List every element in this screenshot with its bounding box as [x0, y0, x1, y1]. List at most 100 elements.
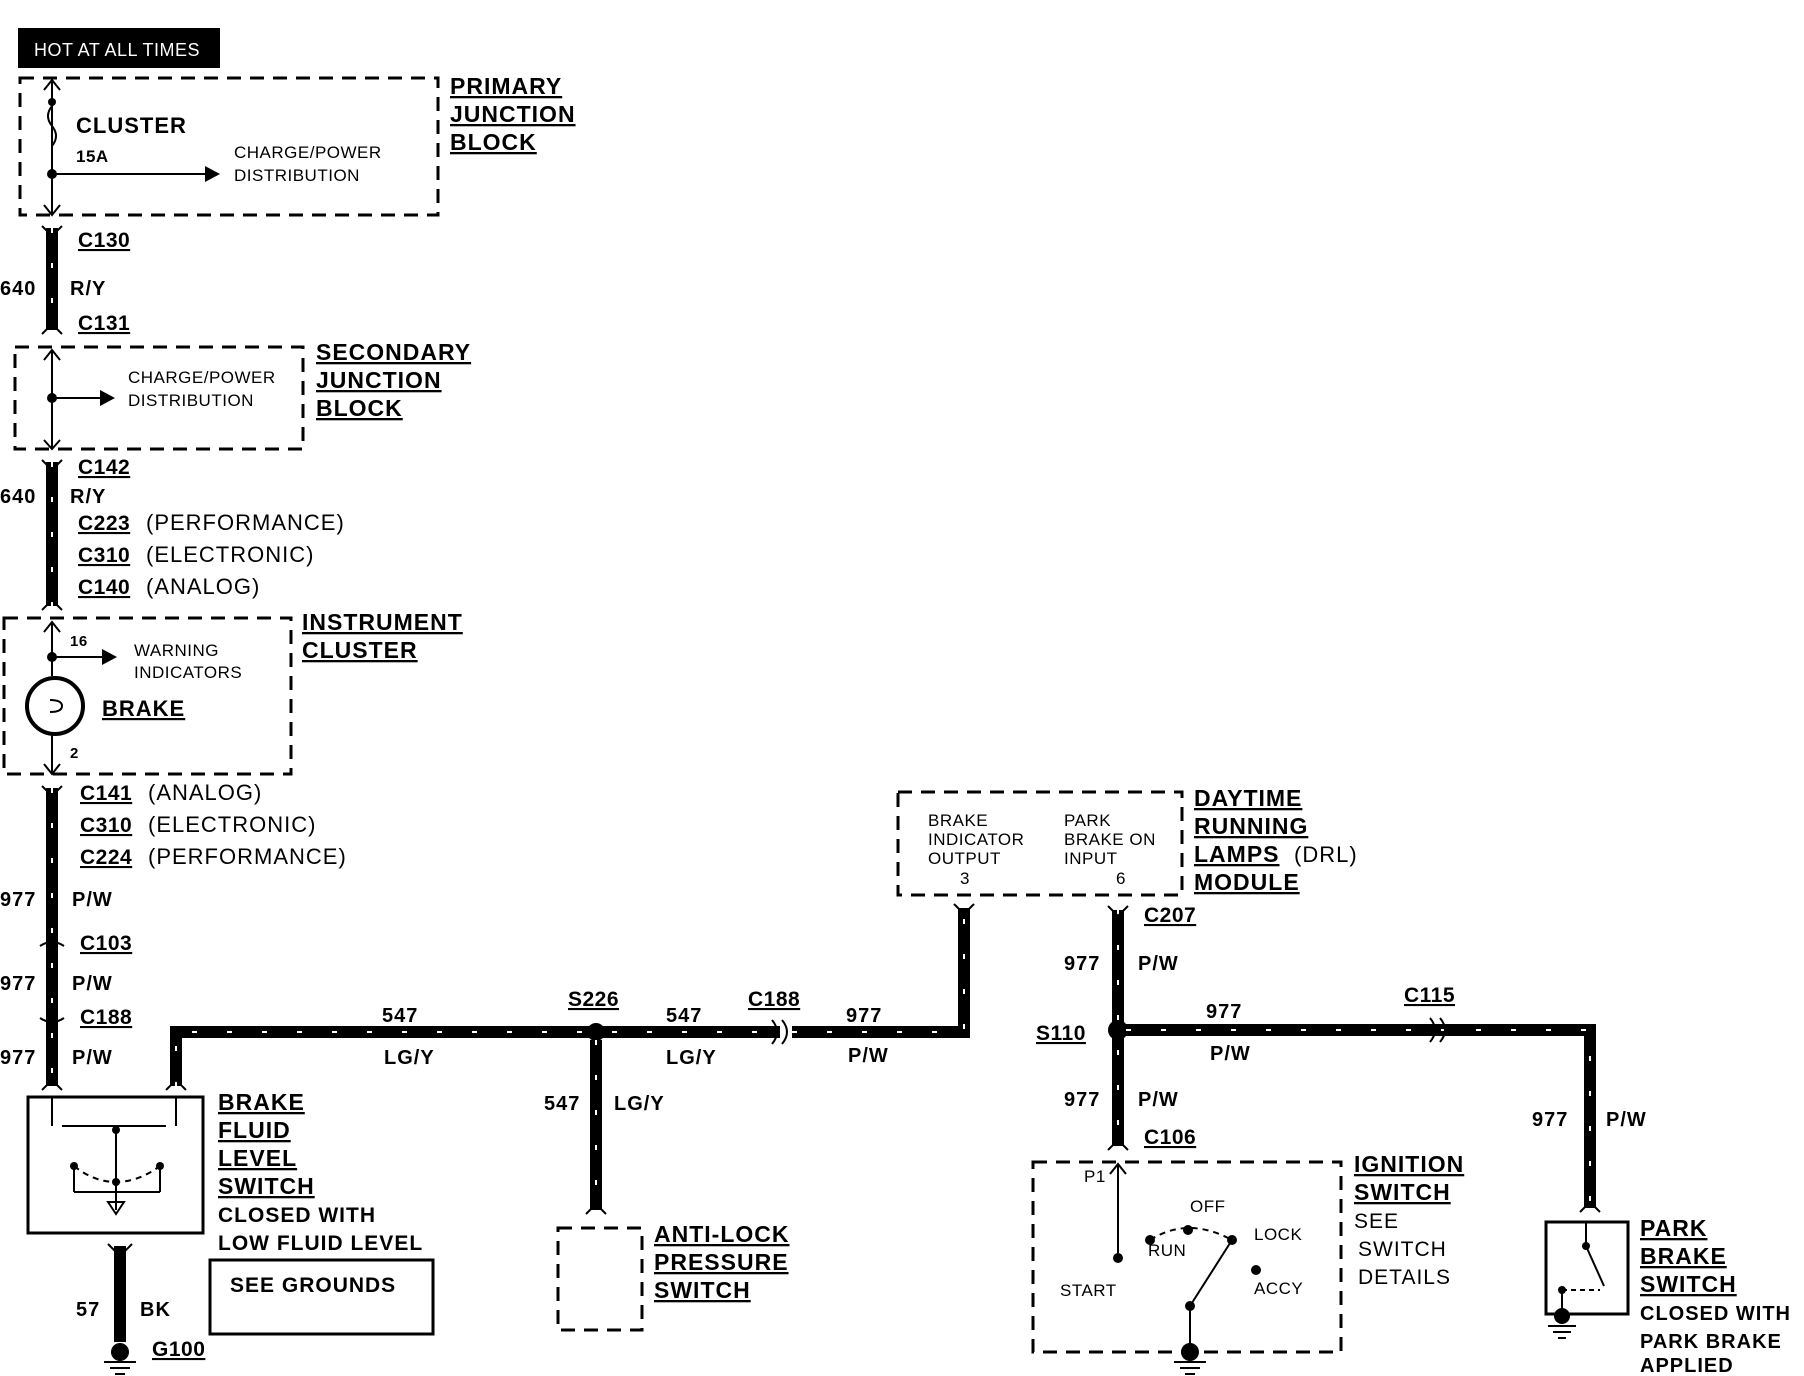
note-electronic: (ELECTRONIC): [148, 812, 316, 837]
wire-ry-label: R/Y: [70, 278, 106, 300]
drl-pin-left-3: OUTPUT: [928, 849, 1001, 868]
ignition-title-1: IGNITION: [1354, 1151, 1464, 1177]
ignition-switch: P1 OFF RUN LOCK START ACCY IGNITION SWIT…: [1031, 1151, 1464, 1375]
primary-title-1: PRIMARY: [450, 73, 562, 99]
primary-junction-block: CLUSTER 15A CHARGE/POWER DISTRIBUTION PR…: [18, 73, 576, 217]
wire-640-lower: C142 640 R/Y C223 (PERFORMANCE) C310 (EL…: [0, 456, 345, 611]
ignition-note-1: SEE: [1354, 1210, 1399, 1233]
ignition-start: START: [1060, 1281, 1117, 1300]
wire-pw-label: P/W: [1138, 953, 1179, 975]
park-brake-title-3: SWITCH: [1640, 1271, 1737, 1297]
wire-547-label: 547: [382, 1005, 418, 1027]
secondary-title-1: SECONDARY: [316, 339, 471, 365]
arrow-right-icon: [100, 390, 115, 406]
wire-977-to-drl-pin3: 977 P/W: [792, 903, 975, 1067]
drl-suffix: (DRL): [1294, 842, 1358, 867]
wire-pw-label: P/W: [72, 1047, 113, 1069]
instrument-cluster: 16 2 WARNING INDICATORS BRAKE INSTRUMENT…: [2, 609, 462, 776]
pin-2: 2: [70, 745, 79, 762]
wire-pw-label: P/W: [848, 1045, 889, 1067]
wire-pw-label: P/W: [72, 973, 113, 995]
wire-977-left-vertical: C141 (ANALOG) C310 (ELECTRONIC) C224 (PE…: [0, 780, 347, 1091]
brake-lamp-icon: [25, 676, 85, 736]
wire-977-drl-pin6: C207 977 P/W S110 977 P/W C106: [1036, 904, 1196, 1151]
wire-640-upper: C130 640 R/Y C131: [0, 225, 130, 335]
fluid-switch-title-1: BRAKE: [218, 1089, 305, 1115]
connector-c130: C130: [78, 229, 130, 252]
secondary-title-3: BLOCK: [316, 395, 403, 421]
wire-57-label: 57: [76, 1299, 100, 1321]
ignition-off: OFF: [1190, 1197, 1226, 1216]
note-electronic: (ELECTRONIC): [146, 542, 314, 567]
drl-pin-right-2: BRAKE ON: [1064, 830, 1156, 849]
brake-fluid-level-switch: BRAKE FLUID LEVEL SWITCH CLOSED WITH LOW…: [26, 1089, 423, 1255]
ground-g100: G100: [152, 1338, 205, 1361]
splice-s110-label: S110: [1036, 1022, 1086, 1045]
park-brake-note-1: CLOSED WITH: [1640, 1303, 1791, 1325]
note-performance: (PERFORMANCE): [148, 844, 347, 869]
warning-line-1: WARNING: [134, 641, 219, 660]
wire-pw-label: P/W: [1138, 1089, 1179, 1111]
connector-c207: C207: [1144, 904, 1196, 927]
primary-title-3: BLOCK: [450, 129, 537, 155]
wire-lgy-label: LG/Y: [384, 1047, 435, 1069]
fluid-switch-title-3: LEVEL: [218, 1145, 297, 1171]
splice-s226-label: S226: [568, 988, 619, 1011]
connector-c223: C223: [78, 512, 130, 535]
warning-line-2: INDICATORS: [134, 663, 242, 682]
fuse-name: CLUSTER: [76, 113, 187, 138]
primary-distribution-line-1: CHARGE/POWER: [234, 143, 382, 162]
park-brake-note-3: APPLIED: [1640, 1355, 1734, 1376]
primary-title-2: JUNCTION: [450, 101, 576, 127]
drl-pin-left-no: 3: [960, 869, 970, 888]
drl-pin-right-no: 6: [1116, 869, 1126, 888]
drl-pin-right-1: PARK: [1064, 811, 1111, 830]
primary-distribution-line-2: DISTRIBUTION: [234, 166, 360, 185]
arrow-right-icon: [102, 649, 117, 665]
wire-lgy-label: LG/Y: [666, 1047, 717, 1069]
park-brake-switch: PARK BRAKE SWITCH CLOSED WITH PARK BRAKE…: [1544, 1215, 1791, 1376]
ignition-note-3: DETAILS: [1358, 1266, 1451, 1289]
wire-977-to-park-brake: 977 P/W C115 977 P/W: [1126, 984, 1647, 1213]
fuse-icon: [47, 105, 57, 147]
fluid-switch-note-2: LOW FLUID LEVEL: [218, 1232, 423, 1255]
wire-547-label: 547: [544, 1093, 580, 1115]
drl-pin-left-2: INDICATOR: [928, 830, 1024, 849]
anti-lock-title-3: SWITCH: [654, 1277, 751, 1303]
wire-977-label: 977: [1064, 953, 1100, 975]
park-brake-title-1: PARK: [1640, 1215, 1707, 1241]
anti-lock-pressure-switch: ANTI-LOCK PRESSURE SWITCH: [556, 1221, 789, 1332]
wire-977-label: 977: [0, 1047, 36, 1069]
brake-lamp-label: BRAKE: [102, 696, 185, 721]
arrow-right-icon: [205, 166, 220, 182]
drl-title-4: MODULE: [1194, 869, 1300, 895]
wire-547-horizontal: 547 LG/Y S226 547 LG/Y C188: [165, 988, 800, 1091]
fluid-switch-title-2: FLUID: [218, 1117, 291, 1143]
connector-c115: C115: [1404, 984, 1455, 1007]
drl-title-1: DAYTIME: [1194, 785, 1302, 811]
see-grounds-label: SEE GROUNDS: [230, 1274, 396, 1297]
connector-c131: C131: [78, 312, 130, 335]
wire-pw-label: P/W: [1606, 1109, 1647, 1131]
hot-at-all-times-badge: HOT AT ALL TIMES: [18, 28, 220, 68]
cluster-title-2: CLUSTER: [302, 637, 418, 663]
hot-label: HOT AT ALL TIMES: [34, 40, 200, 60]
note-performance: (PERFORMANCE): [146, 510, 345, 535]
fluid-switch-title-4: SWITCH: [218, 1173, 315, 1199]
ignition-pin-p1: P1: [1084, 1167, 1106, 1186]
park-brake-title-2: BRAKE: [1640, 1243, 1727, 1269]
wire-ry-label: R/Y: [70, 486, 106, 508]
connector-c310: C310: [78, 544, 130, 567]
anti-lock-title-2: PRESSURE: [654, 1249, 789, 1275]
connector-c188: C188: [80, 1006, 132, 1029]
drl-title-3: LAMPS: [1194, 841, 1280, 867]
secondary-title-2: JUNCTION: [316, 367, 442, 393]
wire-57-ground: 57 BK G100: [76, 1243, 205, 1375]
wire-977-label: 977: [1532, 1109, 1568, 1131]
drl-pin-right-3: INPUT: [1064, 849, 1118, 868]
drl-pin-left-1: BRAKE: [928, 811, 988, 830]
ignition-title-2: SWITCH: [1354, 1179, 1451, 1205]
connector-c103: C103: [80, 932, 132, 955]
wire-pw-label: P/W: [72, 889, 113, 911]
